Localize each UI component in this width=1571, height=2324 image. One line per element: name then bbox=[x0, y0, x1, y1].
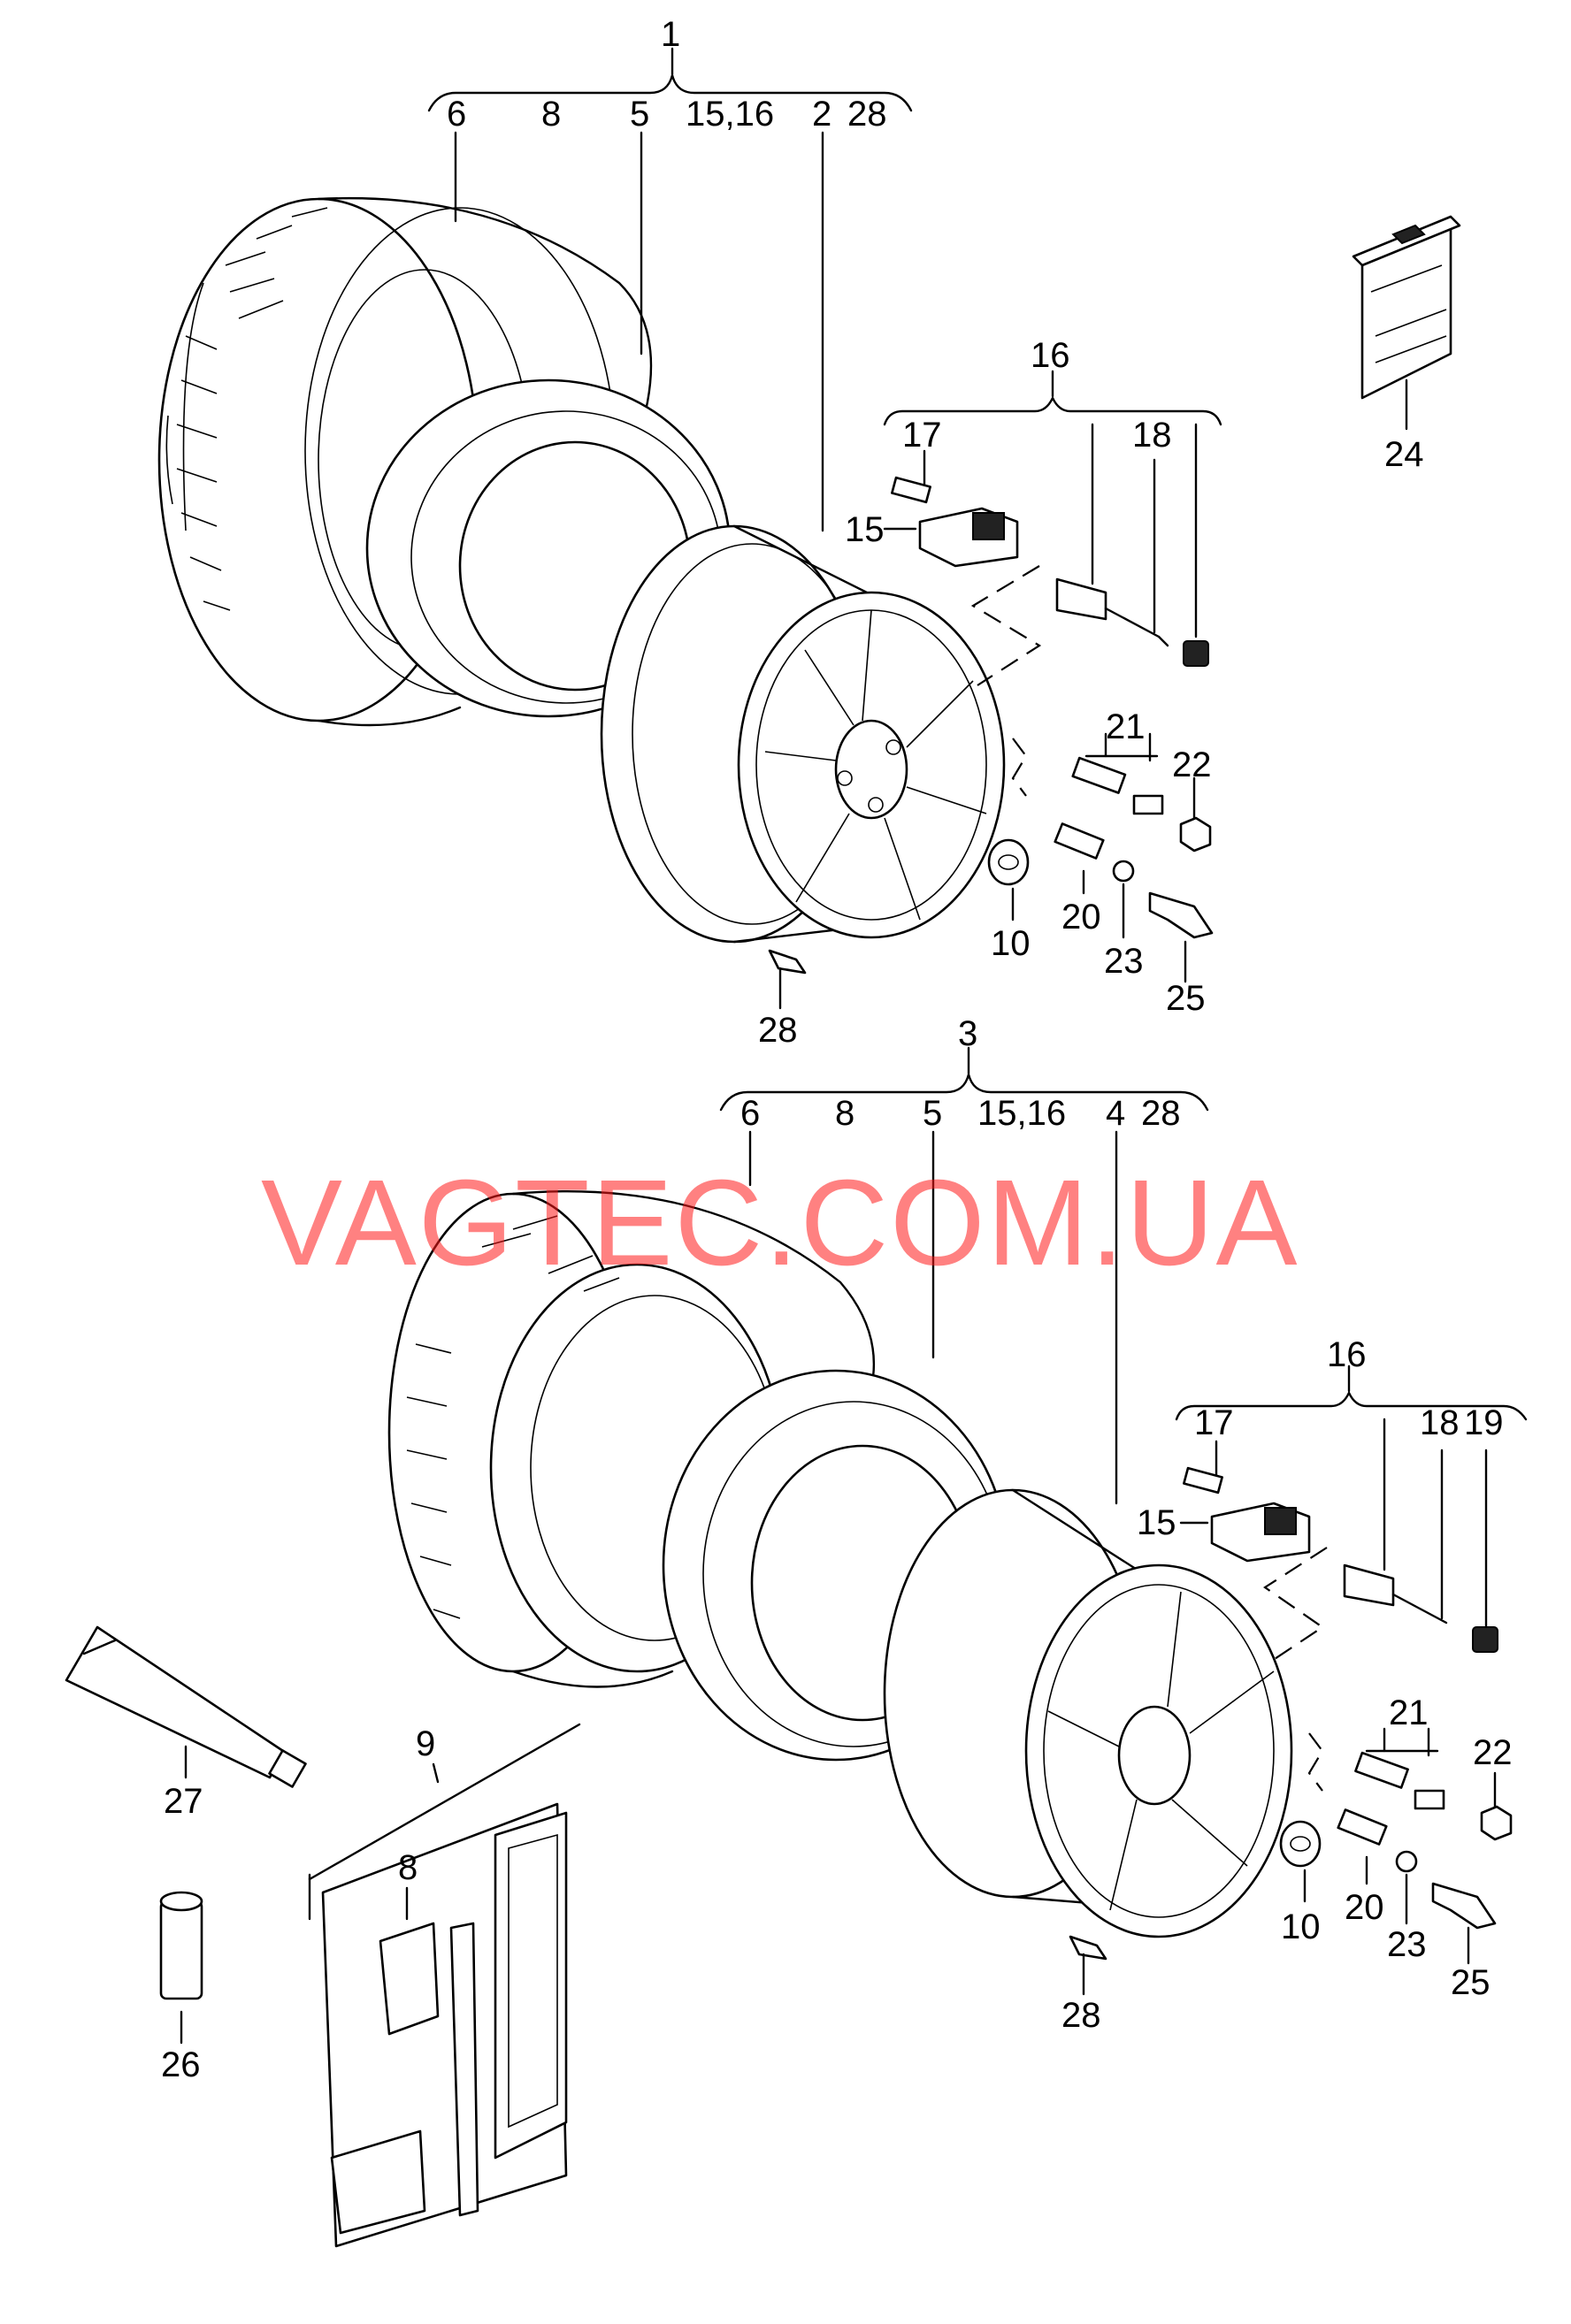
sensor-bolt bbox=[891, 476, 931, 504]
sensor-bolt-b bbox=[1183, 1466, 1223, 1495]
bottom-assembly bbox=[387, 1046, 1528, 1996]
label-19: 19 bbox=[1464, 1403, 1504, 1442]
label-8c: 8 bbox=[398, 1848, 418, 1887]
valve-stem bbox=[1055, 577, 1169, 647]
label-15-16: 15,16 bbox=[686, 95, 774, 134]
small-cap-b bbox=[1395, 1850, 1418, 1873]
label-8: 8 bbox=[541, 95, 561, 134]
label-28a: 28 bbox=[847, 95, 887, 134]
tool-clip-b bbox=[1431, 1882, 1497, 1930]
label-5: 5 bbox=[630, 95, 649, 134]
label-28c: 28 bbox=[1141, 1094, 1181, 1133]
top-assembly bbox=[157, 47, 1461, 1010]
valve-cap-b bbox=[1472, 1626, 1498, 1653]
label-6: 6 bbox=[447, 95, 466, 134]
label-23: 23 bbox=[1104, 942, 1144, 981]
label-9: 9 bbox=[416, 1724, 435, 1763]
weight-tag bbox=[768, 949, 807, 975]
hex-nut bbox=[1179, 816, 1212, 852]
valve-bolt bbox=[1071, 756, 1127, 794]
rim bbox=[600, 524, 1006, 944]
valve-bolt-b2 bbox=[1354, 1751, 1445, 1810]
label-18b: 18 bbox=[1420, 1403, 1460, 1442]
label-18: 18 bbox=[1132, 416, 1172, 455]
label-20: 20 bbox=[1061, 898, 1101, 936]
wheel-bolt bbox=[1054, 822, 1105, 860]
weight-tag-b bbox=[1069, 1935, 1107, 1961]
label-5b: 5 bbox=[923, 1094, 942, 1133]
tpms-sensor-b bbox=[1210, 1502, 1311, 1563]
center-cap bbox=[987, 838, 1030, 886]
tpms-sensor bbox=[918, 507, 1019, 568]
label-28d: 28 bbox=[1061, 1996, 1101, 2035]
callout-labels: 1 6 8 5 15,16 2 28 16 17 18 15 24 21 22 … bbox=[161, 15, 1513, 2084]
label-28b: 28 bbox=[758, 1011, 798, 1050]
center-cap-b bbox=[1279, 1820, 1322, 1868]
label-6b: 6 bbox=[740, 1094, 760, 1133]
label-25: 25 bbox=[1166, 979, 1206, 1018]
rim-b bbox=[883, 1488, 1293, 1938]
label-15b: 15 bbox=[1137, 1503, 1176, 1542]
tool-clip bbox=[1148, 891, 1214, 939]
wheel-bolt-b bbox=[1337, 1808, 1388, 1846]
paste-tube bbox=[65, 1625, 307, 1788]
label-3: 3 bbox=[958, 1014, 977, 1053]
valve-cap bbox=[1183, 640, 1209, 667]
label-20b: 20 bbox=[1345, 1888, 1384, 1927]
label-17b: 17 bbox=[1194, 1403, 1234, 1442]
label-4: 4 bbox=[1106, 1094, 1125, 1133]
label-15: 15 bbox=[845, 510, 885, 549]
label-2: 2 bbox=[812, 95, 831, 134]
valve-cap-pack bbox=[1352, 215, 1461, 400]
label-24: 24 bbox=[1384, 435, 1424, 474]
label-22: 22 bbox=[1172, 745, 1212, 784]
label-26: 26 bbox=[161, 2045, 201, 2084]
label-16: 16 bbox=[1031, 336, 1070, 375]
label-25b: 25 bbox=[1451, 1963, 1491, 2002]
tread-pattern bbox=[165, 207, 328, 611]
tread-pattern-b bbox=[406, 1215, 620, 1619]
label-1: 1 bbox=[661, 15, 680, 54]
label-27: 27 bbox=[164, 1782, 203, 1821]
repair-set bbox=[308, 1723, 581, 2248]
label-16b: 16 bbox=[1327, 1335, 1367, 1374]
label-23b: 23 bbox=[1387, 1925, 1427, 1964]
watermark-text: VAGTEC.COM.UA bbox=[261, 1155, 1299, 1291]
label-21: 21 bbox=[1106, 707, 1146, 746]
label-15-16b: 15,16 bbox=[977, 1094, 1066, 1133]
label-10b: 10 bbox=[1281, 1907, 1321, 1946]
hex-nut-b bbox=[1480, 1805, 1513, 1841]
sealant-can bbox=[159, 1891, 203, 2000]
small-cap bbox=[1112, 860, 1135, 883]
label-10: 10 bbox=[991, 924, 1031, 963]
valve-bolt-b bbox=[1132, 794, 1164, 815]
label-21b: 21 bbox=[1389, 1693, 1429, 1732]
label-17: 17 bbox=[902, 416, 942, 455]
label-22b: 22 bbox=[1473, 1733, 1513, 1772]
valve-stem-b bbox=[1343, 1563, 1448, 1625]
accessories bbox=[65, 1625, 581, 2248]
label-8b: 8 bbox=[835, 1094, 854, 1133]
